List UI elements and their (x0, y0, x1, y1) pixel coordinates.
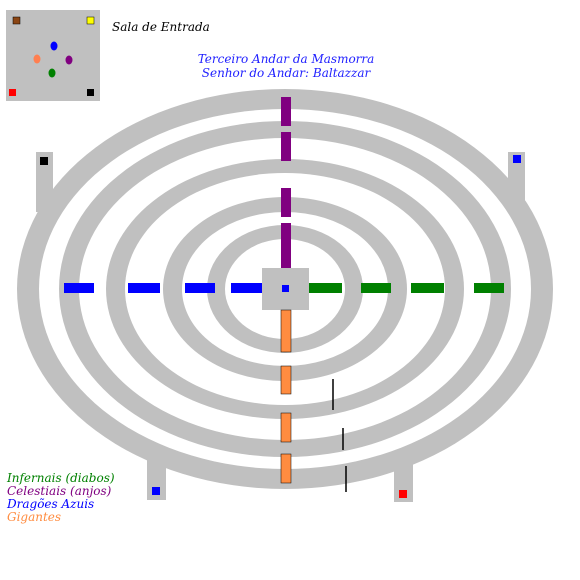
barrier-lines (332, 379, 347, 492)
celestiais-gate (281, 97, 291, 126)
wing-marker-red (399, 490, 407, 498)
gigantes-gate (280, 309, 292, 353)
celestiais-gate (281, 132, 291, 161)
gigantes-gate (280, 412, 292, 443)
infernais-gates (309, 283, 504, 293)
wing-marker-blue (513, 155, 521, 163)
wing-marker-blue (152, 487, 160, 495)
blue-token (50, 41, 58, 51)
celestiais-gates (281, 97, 291, 268)
center-marker (282, 285, 289, 292)
infernais-gate (474, 283, 504, 293)
dragoes-gate (185, 283, 215, 293)
legend-item-gigantes: Gigantes (7, 510, 62, 524)
yellow-marker (86, 16, 95, 25)
gigantes-gates (280, 309, 292, 484)
legend-item-dragoes: Dragões Azuis (7, 497, 95, 511)
infernais-gate (361, 283, 391, 293)
green-token (48, 68, 56, 78)
infernais-gate (309, 283, 342, 293)
legend: Infernais (diabos) Celestiais (anjos) Dr… (7, 472, 115, 524)
red-marker (9, 89, 16, 96)
infernais-gate (411, 283, 444, 293)
celestiais-gate (281, 223, 291, 268)
entry-room (6, 10, 100, 101)
black-marker (87, 89, 94, 96)
gigantes-gate (280, 453, 292, 484)
dragoes-gate (231, 283, 262, 293)
dragoes-gates (64, 283, 262, 293)
celestiais-gate (281, 188, 291, 217)
entry-room-floor (6, 10, 100, 101)
purple-token (65, 55, 73, 65)
title-line-1: Terceiro Andar da Masmorra (197, 52, 375, 66)
gigantes-gate (280, 365, 292, 395)
legend-item-infernais: Infernais (diabos) (7, 471, 115, 485)
orange-token (33, 54, 41, 64)
legend-item-celestiais: Celestiais (anjos) (7, 484, 112, 498)
dragoes-gate (128, 283, 160, 293)
map-title: Terceiro Andar da Masmorra Senhor do And… (180, 52, 392, 80)
title-line-2: Senhor do Andar: Baltazzar (201, 66, 371, 80)
brown-marker (12, 16, 21, 25)
entry-room-label: Sala de Entrada (112, 20, 210, 34)
wing-marker-black (40, 157, 48, 165)
dragoes-gate (64, 283, 94, 293)
